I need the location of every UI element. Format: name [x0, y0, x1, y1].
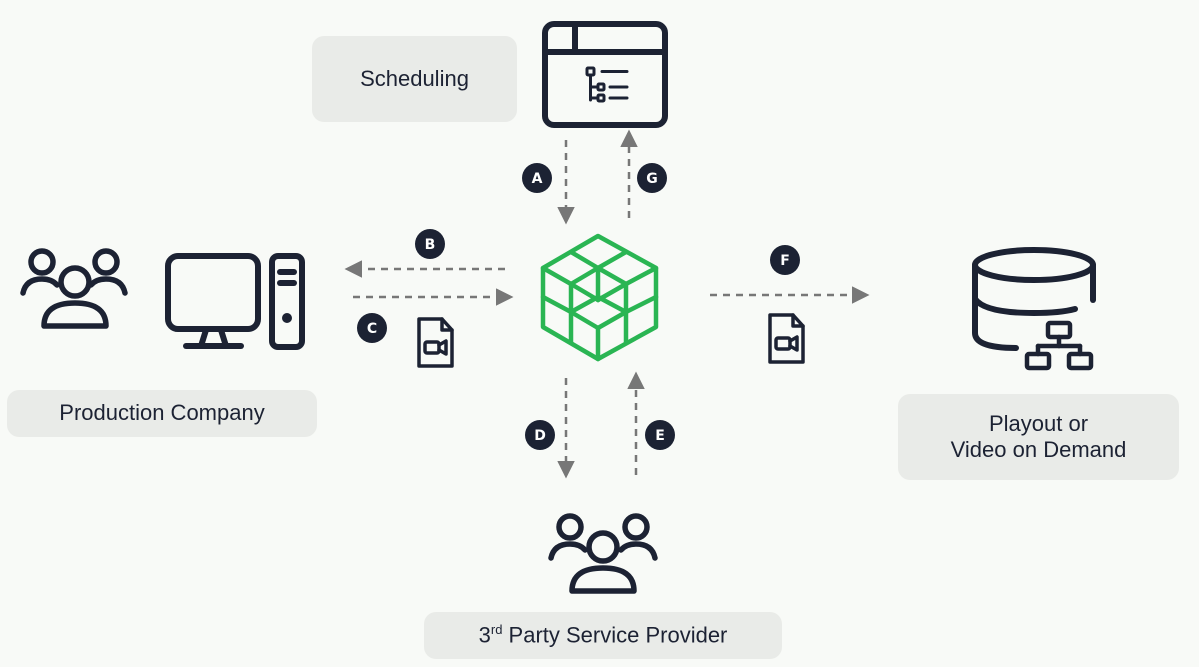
playout-label-line1: Playout or [988, 410, 1089, 436]
badge-g: G [637, 163, 667, 193]
video-file-icon [417, 317, 454, 368]
scheduling-label: Scheduling [360, 65, 469, 91]
people-group-icon [20, 248, 128, 329]
production-company-label: Production Company [59, 400, 265, 426]
video-file-icon [768, 313, 805, 364]
scheduling-label-box: Scheduling [312, 36, 517, 122]
badge-a: A [522, 163, 552, 193]
badge-f-label: F [780, 253, 790, 269]
badge-f: F [770, 245, 800, 275]
badge-g-label: G [646, 171, 658, 187]
playout-label-line2: Video on Demand [950, 437, 1127, 462]
third-party-label-superscript: rd [490, 622, 503, 638]
badge-b-label: B [425, 237, 436, 253]
production-company-label-box: Production Company [7, 390, 317, 437]
badge-e-label: E [655, 428, 665, 444]
third-party-label-rest: Party Service Provider [502, 622, 728, 648]
desktop-computer-icon [165, 253, 305, 350]
third-party-label-prefix: 3 [478, 622, 491, 648]
database-network-icon [972, 247, 1096, 371]
badge-c-label: C [367, 321, 377, 337]
third-party-label-box: 3rd Party Service Provider [424, 612, 782, 659]
scheduling-window-icon [542, 21, 668, 128]
badge-c: C [357, 313, 387, 343]
badge-d: D [525, 420, 555, 450]
badge-d-label: D [534, 428, 546, 444]
badge-a-label: A [532, 171, 543, 187]
badge-b: B [415, 229, 445, 259]
third-party-label: 3rd Party Service Provider [479, 622, 728, 649]
people-group-icon [548, 513, 658, 594]
badge-e: E [645, 420, 675, 450]
playout-label-box: Playout or Video on Demand [898, 394, 1179, 480]
hexagon-cube-logo-icon [540, 233, 659, 362]
